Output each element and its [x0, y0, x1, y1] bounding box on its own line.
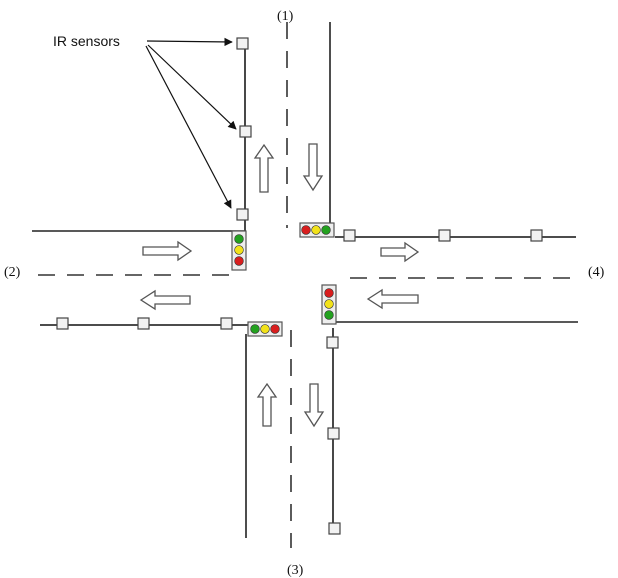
traffic-light-road-3 — [247, 321, 283, 337]
yellow-light-bulb — [260, 324, 270, 334]
green-light-bulb — [234, 234, 244, 244]
road-2-label: (2) — [4, 265, 21, 280]
road-4-label: (4) — [588, 265, 605, 280]
ir-sensor — [236, 37, 249, 50]
yellow-light-bulb — [324, 299, 334, 309]
ir-sensor — [328, 522, 341, 535]
road-edges — [32, 22, 578, 538]
traffic-direction-arrows — [139, 143, 420, 428]
traffic-light-road-1 — [299, 222, 335, 238]
right-arrow-west-inbound — [142, 240, 193, 262]
red-light-bulb — [324, 288, 334, 298]
red-light-bulb — [301, 225, 311, 235]
red-light-bulb — [234, 256, 244, 266]
traffic-light-road-4 — [321, 284, 337, 325]
ir-sensor — [327, 427, 340, 440]
down-arrow-south-outbound — [303, 383, 325, 428]
up-arrow-south-inbound — [256, 382, 278, 427]
green-light-bulb — [321, 225, 331, 235]
down-arrow-north-inbound — [302, 143, 324, 192]
sensor-wires — [40, 42, 576, 528]
ir-sensor — [56, 317, 69, 330]
traffic-light-road-2 — [231, 230, 247, 271]
up-arrow-north-outbound — [253, 143, 275, 193]
ir-sensor — [137, 317, 150, 330]
ir-sensor — [343, 229, 356, 242]
road-1-label: (1) — [277, 9, 294, 24]
ir-sensors — [56, 37, 543, 535]
pointer-arrow — [145, 45, 232, 209]
ir-sensor — [438, 229, 451, 242]
yellow-light-bulb — [234, 245, 244, 255]
pointer-arrow — [146, 37, 233, 47]
ir-sensors-label: IR sensors — [53, 33, 120, 49]
pointer-arrow — [147, 44, 237, 130]
green-light-bulb — [324, 310, 334, 320]
left-arrow-east-inbound — [366, 288, 419, 310]
green-light-bulb — [250, 324, 260, 334]
ir-sensor — [239, 125, 252, 138]
red-light-bulb — [270, 324, 280, 334]
yellow-light-bulb — [311, 225, 321, 235]
right-arrow-east-outbound — [380, 241, 420, 263]
lane-dividers — [38, 22, 576, 548]
ir-sensor — [220, 317, 233, 330]
ir-sensor-pointers — [145, 37, 237, 209]
ir-sensor — [236, 208, 249, 221]
ir-sensor — [530, 229, 543, 242]
road-3-label: (3) — [287, 563, 304, 578]
left-arrow-west-outbound — [139, 289, 191, 311]
ir-sensor — [326, 336, 339, 349]
